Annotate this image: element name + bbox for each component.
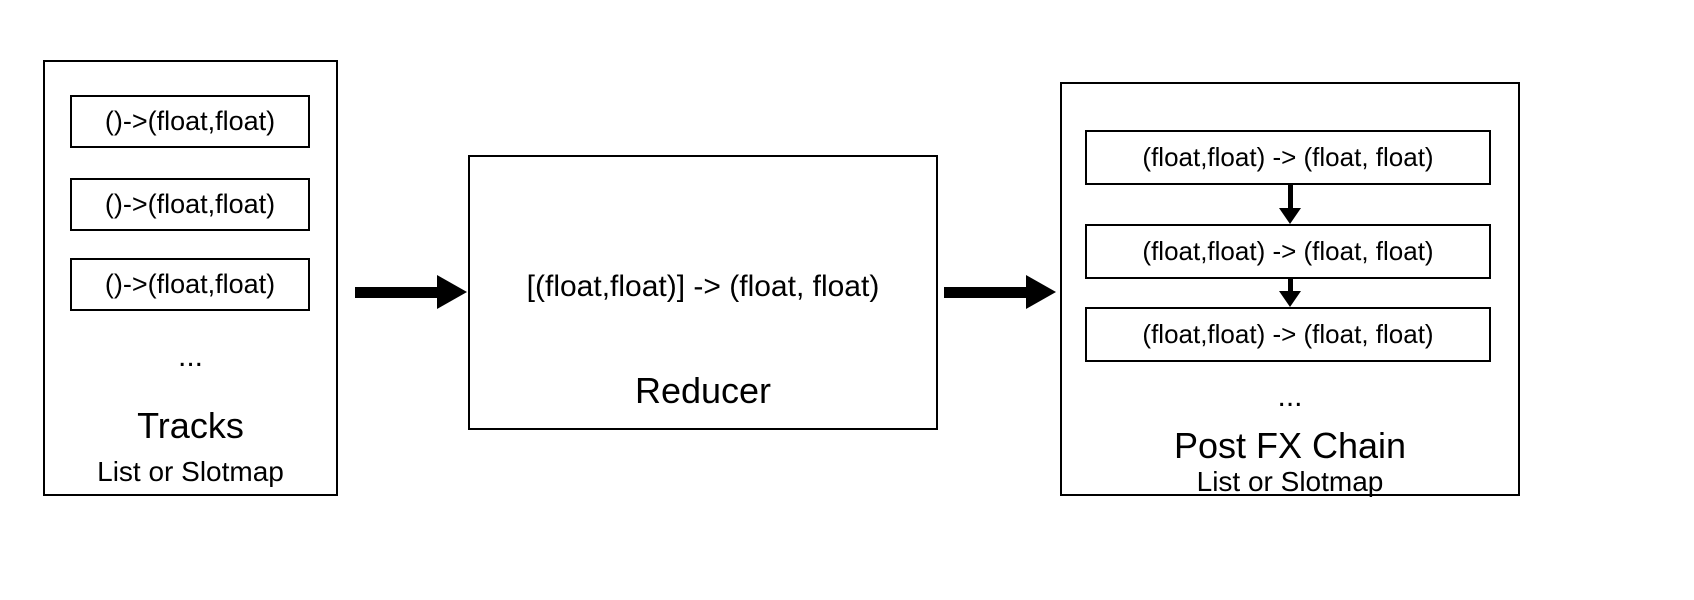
- arrow-head: [437, 275, 467, 309]
- fx-signature-text: (float,float) -> (float, float): [1142, 319, 1434, 349]
- fx-signature-text: (float,float) -> (float, float): [1142, 236, 1434, 266]
- fx-signature-box: (float,float) -> (float, float): [1085, 130, 1491, 185]
- track-signature-box: ()->(float,float): [70, 95, 310, 148]
- arrow-head: [1279, 291, 1301, 307]
- fx-signature-box: (float,float) -> (float, float): [1085, 224, 1491, 279]
- tracks-ellipsis: ...: [177, 340, 203, 373]
- track-signature-box: ()->(float,float): [70, 258, 310, 311]
- track-signature-text: ()->(float,float): [104, 189, 276, 219]
- track-signature-text: ()->(float,float): [104, 269, 276, 299]
- track-signature-text: ()->(float,float): [104, 106, 276, 136]
- postfx-title: Post FX Chain: [1173, 425, 1407, 466]
- reducer-signature-text: [(float,float)] -> (float, float): [526, 270, 880, 303]
- postfx-ellipsis: ...: [1277, 380, 1303, 413]
- reducer-container: [468, 155, 938, 430]
- tracks-subtitle: List or Slotmap: [97, 456, 284, 487]
- reducer-title: Reducer: [634, 370, 772, 411]
- tracks-title: Tracks: [137, 405, 244, 446]
- arrow-shaft: [1287, 185, 1293, 208]
- arrow-head: [1026, 275, 1056, 309]
- arrow-shaft: [1287, 279, 1293, 291]
- chain-arrow-down-icon: [1278, 185, 1302, 224]
- postfx-subtitle: List or Slotmap: [1196, 466, 1384, 497]
- arrow-head: [1279, 208, 1301, 224]
- track-signature-box: ()->(float,float): [70, 178, 310, 231]
- arrow-shaft: [355, 286, 437, 298]
- arrow-shaft: [944, 286, 1026, 298]
- fx-signature-text: (float,float) -> (float, float): [1142, 142, 1434, 172]
- flow-arrow-reducer-to-postfx-icon: [944, 275, 1056, 309]
- flow-arrow-tracks-to-reducer-icon: [355, 275, 467, 309]
- chain-arrow-down-icon: [1278, 279, 1302, 307]
- fx-signature-box: (float,float) -> (float, float): [1085, 307, 1491, 362]
